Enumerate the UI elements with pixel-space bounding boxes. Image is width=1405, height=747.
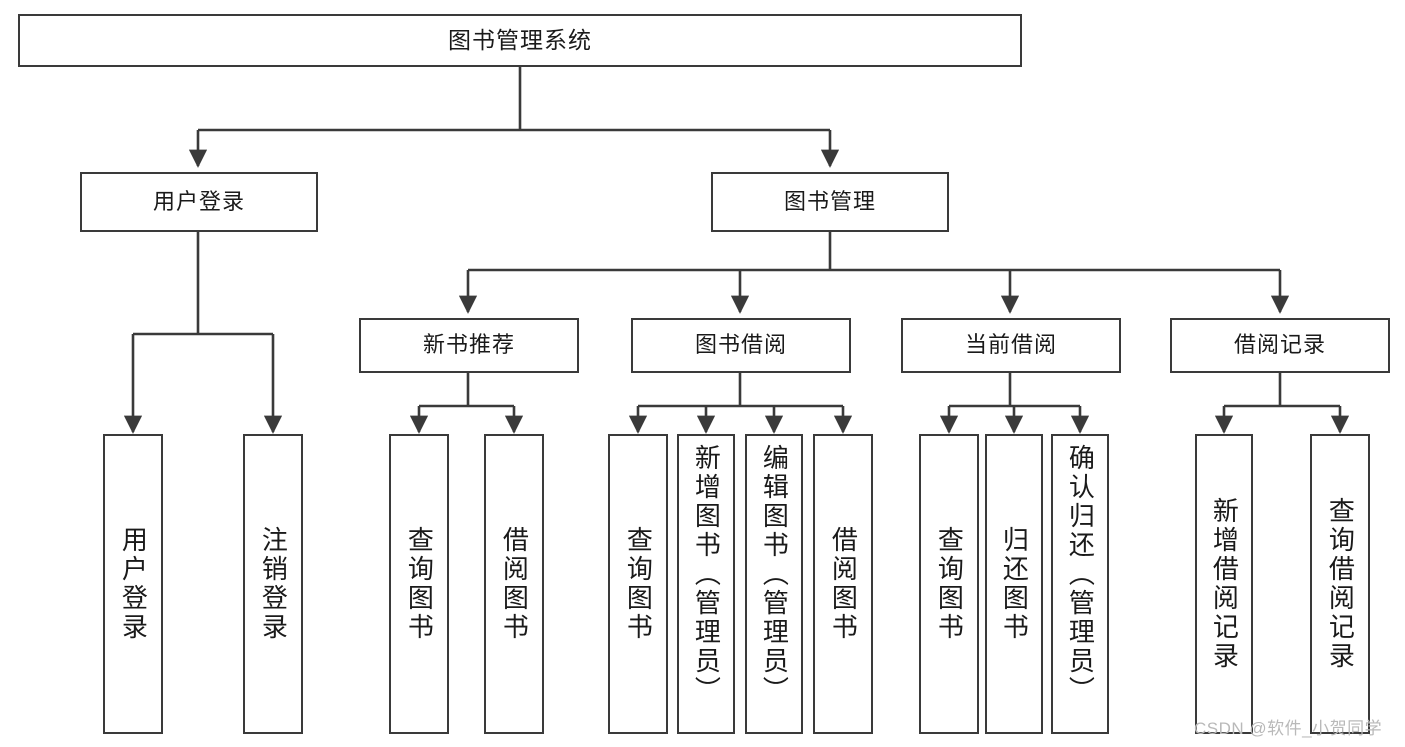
node-label: 借阅图书: [499, 526, 530, 642]
leaf-return-book[interactable]: 归还图书: [985, 434, 1043, 734]
node-label: 编辑图书（管理员）: [759, 444, 790, 705]
node-book-borrow[interactable]: 图书借阅: [631, 318, 851, 373]
node-label: 归还图书: [999, 526, 1030, 642]
node-label: 新增图书（管理员）: [691, 444, 722, 705]
node-label: 借阅图书: [828, 526, 859, 642]
leaf-edit-book-admin[interactable]: 编辑图书（管理员）: [745, 434, 803, 734]
node-label: 借阅记录: [1233, 332, 1326, 358]
node-label: 查询图书: [623, 526, 654, 642]
leaf-query-book-recommend[interactable]: 查询图书: [389, 434, 449, 734]
leaf-query-book-current[interactable]: 查询图书: [919, 434, 979, 734]
node-borrow-record[interactable]: 借阅记录: [1170, 318, 1390, 373]
node-label: 查询图书: [404, 526, 435, 642]
leaf-borrow-book[interactable]: 借阅图书: [813, 434, 873, 734]
leaf-user-login[interactable]: 用户登录: [103, 434, 163, 734]
node-label: 图书管理: [783, 188, 876, 214]
node-new-book-recommend[interactable]: 新书推荐: [359, 318, 579, 373]
node-label: 新书推荐: [422, 332, 515, 358]
leaf-add-book-admin[interactable]: 新增图书（管理员）: [677, 434, 735, 734]
node-label: 查询借阅记录: [1325, 497, 1356, 671]
node-label: 图书借阅: [694, 332, 787, 358]
node-label: 当前借阅: [964, 332, 1057, 358]
node-label: 用户登录: [118, 526, 149, 642]
leaf-add-borrow-record[interactable]: 新增借阅记录: [1195, 434, 1253, 734]
csdn-watermark: CSDN @软件_小贺同学: [1194, 719, 1383, 738]
node-book-management[interactable]: 图书管理: [711, 172, 949, 232]
leaf-user-logout[interactable]: 注销登录: [243, 434, 303, 734]
node-label: 图书管理系统: [448, 26, 592, 53]
node-root-system[interactable]: 图书管理系统: [18, 14, 1022, 67]
node-label: 注销登录: [258, 526, 289, 642]
node-label: 确认归还（管理员）: [1065, 444, 1096, 705]
node-user-login[interactable]: 用户登录: [80, 172, 318, 232]
node-label: 用户登录: [152, 188, 245, 214]
leaf-query-book-borrow[interactable]: 查询图书: [608, 434, 668, 734]
leaf-confirm-return-admin[interactable]: 确认归还（管理员）: [1051, 434, 1109, 734]
node-current-borrow[interactable]: 当前借阅: [901, 318, 1121, 373]
leaf-borrow-book-recommend[interactable]: 借阅图书: [484, 434, 544, 734]
leaf-query-borrow-record[interactable]: 查询借阅记录: [1310, 434, 1370, 734]
node-label: 查询图书: [934, 526, 965, 642]
node-label: 新增借阅记录: [1209, 497, 1240, 671]
